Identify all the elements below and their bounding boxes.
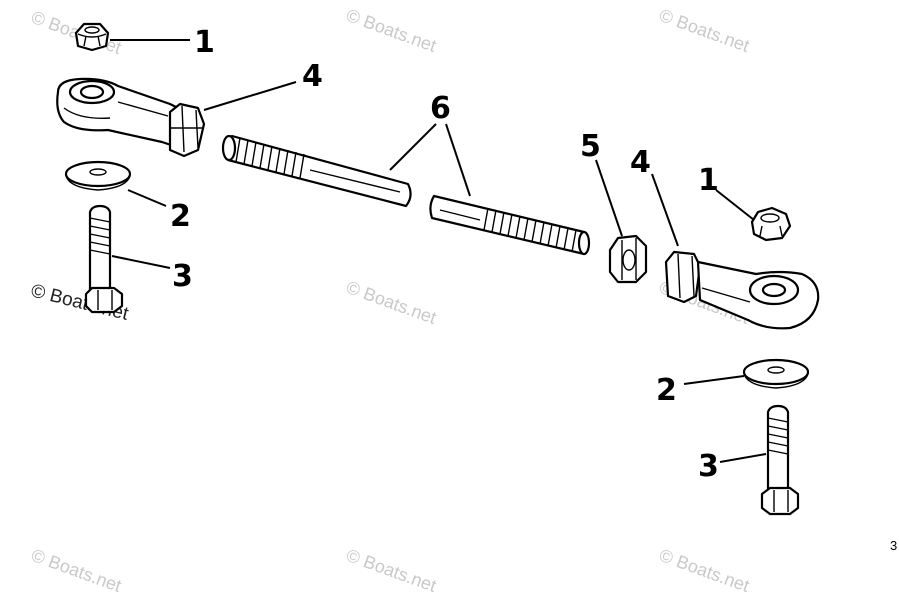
rod-end-right — [664, 250, 820, 330]
callout-rod-end-right: 4 — [630, 145, 651, 180]
callout-nut-right: 1 — [698, 163, 719, 198]
callout-labels: 1 4 2 3 6 5 4 1 2 3 — [170, 25, 719, 484]
watermark: © Boats.net — [657, 545, 752, 595]
leader-washer-left — [127, 189, 167, 207]
callout-bolt-right: 3 — [698, 449, 719, 484]
leader-rod-end-left — [203, 81, 297, 111]
callout-rod: 6 — [430, 91, 451, 126]
leader-bolt-left — [111, 255, 171, 269]
nut-left — [74, 22, 110, 52]
rod-end-left — [56, 77, 206, 158]
leader-rod-end-right — [651, 173, 679, 247]
leader-jam-nut — [595, 159, 623, 237]
leader-rod-1 — [389, 123, 437, 171]
jam-nut — [608, 234, 648, 284]
callout-bolt-left: 3 — [172, 259, 193, 294]
watermark: © Boats.net — [29, 545, 124, 595]
rod-left-section — [221, 134, 412, 208]
leader-bolt-right — [719, 453, 767, 463]
watermark: © Boats.net — [344, 5, 439, 56]
page-number: 3 — [890, 538, 897, 553]
bolt-right — [760, 404, 800, 516]
callout-rod-end-left: 4 — [302, 59, 323, 94]
bolt-left — [84, 204, 124, 314]
leader-lines — [110, 39, 767, 463]
watermark: © Boats.net — [344, 545, 439, 595]
watermark: © Boats.net — [344, 277, 439, 328]
leader-nut-right — [715, 189, 755, 221]
leader-rod-2 — [445, 123, 471, 197]
callout-nut-left: 1 — [194, 25, 215, 60]
leader-washer-right — [683, 375, 745, 385]
washer-left — [64, 160, 132, 191]
nut-right — [750, 206, 792, 242]
rod-right-section — [429, 194, 591, 256]
callout-washer-left: 2 — [170, 199, 191, 234]
callout-washer-right: 2 — [656, 373, 677, 408]
watermark: © Boats.net — [657, 5, 752, 56]
callout-jam-nut: 5 — [580, 129, 601, 164]
washer-right — [742, 358, 810, 389]
